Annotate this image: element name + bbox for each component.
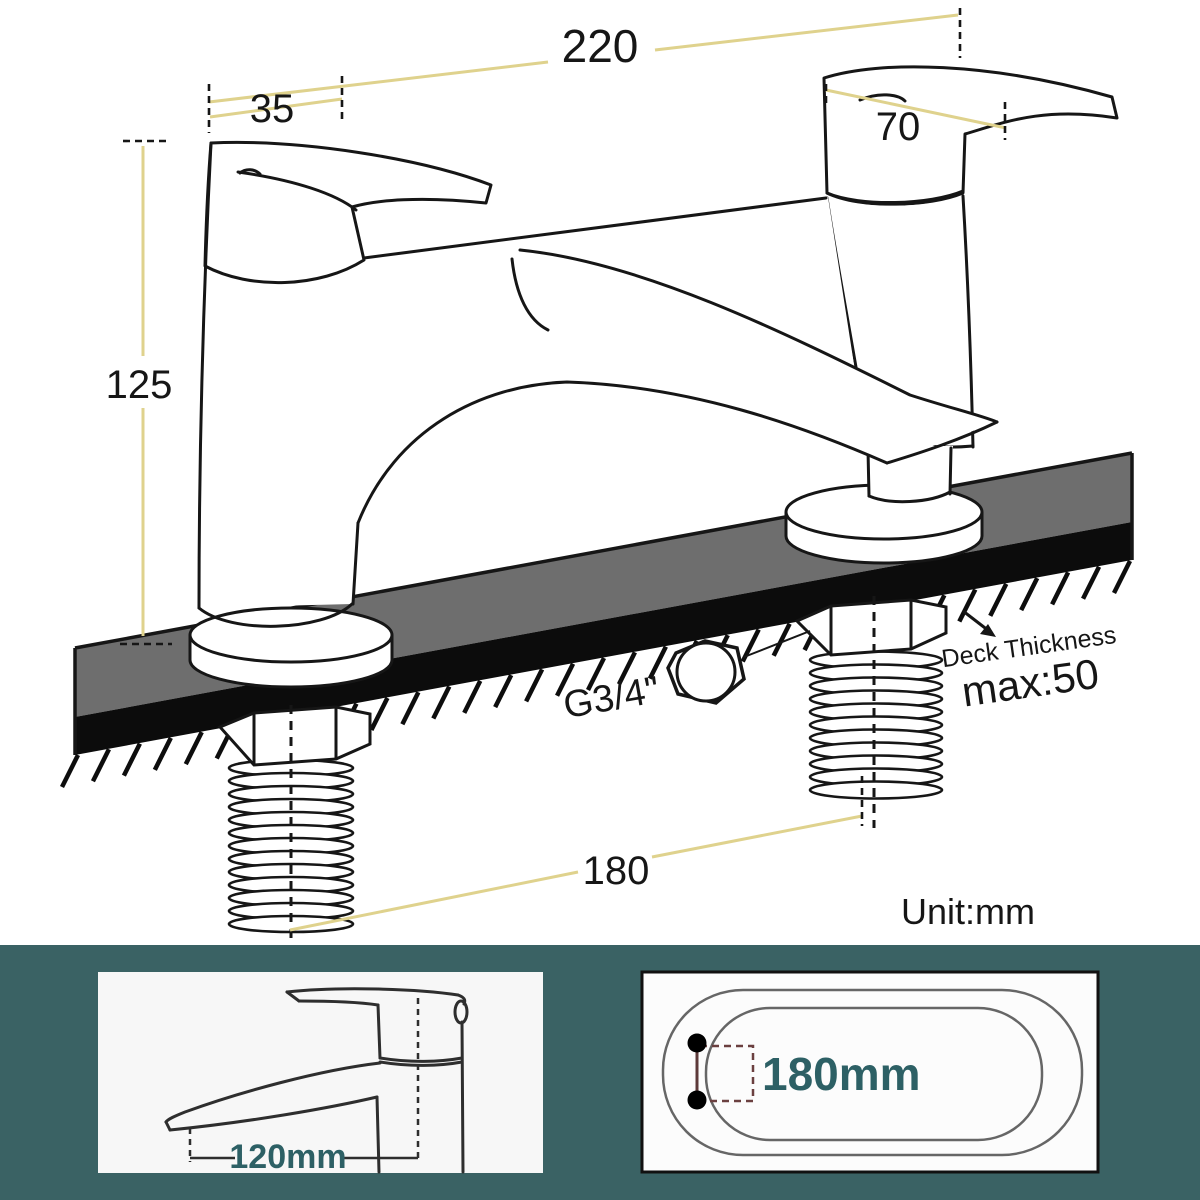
bath-top-view-inset: 180mm <box>640 970 1100 1174</box>
tap-hole-spacing-label: 180mm <box>762 1048 921 1100</box>
right-shank-seat-arc <box>867 490 952 504</box>
bath-inner-outline <box>704 1006 1044 1142</box>
left-column-fill <box>199 260 364 608</box>
bath-outer-outline <box>661 988 1084 1157</box>
bottom-band: 120mm 180mm <box>0 945 1200 1200</box>
left-handle-inner-line <box>236 170 358 212</box>
bath-view-panel <box>640 970 1100 1174</box>
spout-root-line <box>510 257 550 332</box>
thread-size-label: G3/4'' <box>560 669 663 727</box>
spout-reach-label: 120mm <box>229 1138 346 1176</box>
dim-180-label: 180 <box>583 849 650 893</box>
dim-70-label: 70 <box>876 105 921 149</box>
dim-35-label: 35 <box>250 87 295 131</box>
deck-under-edge <box>75 522 1132 755</box>
tap-body <box>197 141 999 628</box>
tap-hole-dot-bottom <box>687 1090 707 1110</box>
spout-tip-edge <box>885 420 999 465</box>
left-backnut <box>217 705 372 767</box>
extension-ticks <box>120 8 1007 826</box>
right-backnut <box>794 598 948 657</box>
right-seam-arc <box>825 189 965 204</box>
spout-fill <box>358 250 997 523</box>
dim-125-label: 125 <box>106 363 173 407</box>
spout-under-edge <box>356 380 889 525</box>
unit-label: Unit:mm <box>901 891 1035 932</box>
dimension-lines <box>141 13 1007 932</box>
thread-size-hex-icon <box>666 630 811 705</box>
right-flange <box>784 483 984 565</box>
left-column-left-edge <box>197 141 213 610</box>
tail-centerlines <box>289 596 876 948</box>
tap-hole-dashed-box <box>700 1044 755 1103</box>
right-handle <box>822 65 1119 206</box>
spout-top-edge <box>518 248 999 424</box>
side-view-inset: 120mm <box>98 972 543 1176</box>
dim-220-label: 220 <box>562 20 639 72</box>
bridge-top-edge <box>362 196 828 260</box>
left-column-base-arc <box>197 602 354 628</box>
tap-hole-dot-top <box>687 1033 707 1053</box>
left-handle-grip-line <box>238 168 262 176</box>
deck-thickness-arrow-icon <box>962 609 996 637</box>
left-column-right-edge-lower <box>351 521 360 606</box>
right-threaded-tail <box>808 650 944 800</box>
left-flange <box>188 606 394 689</box>
